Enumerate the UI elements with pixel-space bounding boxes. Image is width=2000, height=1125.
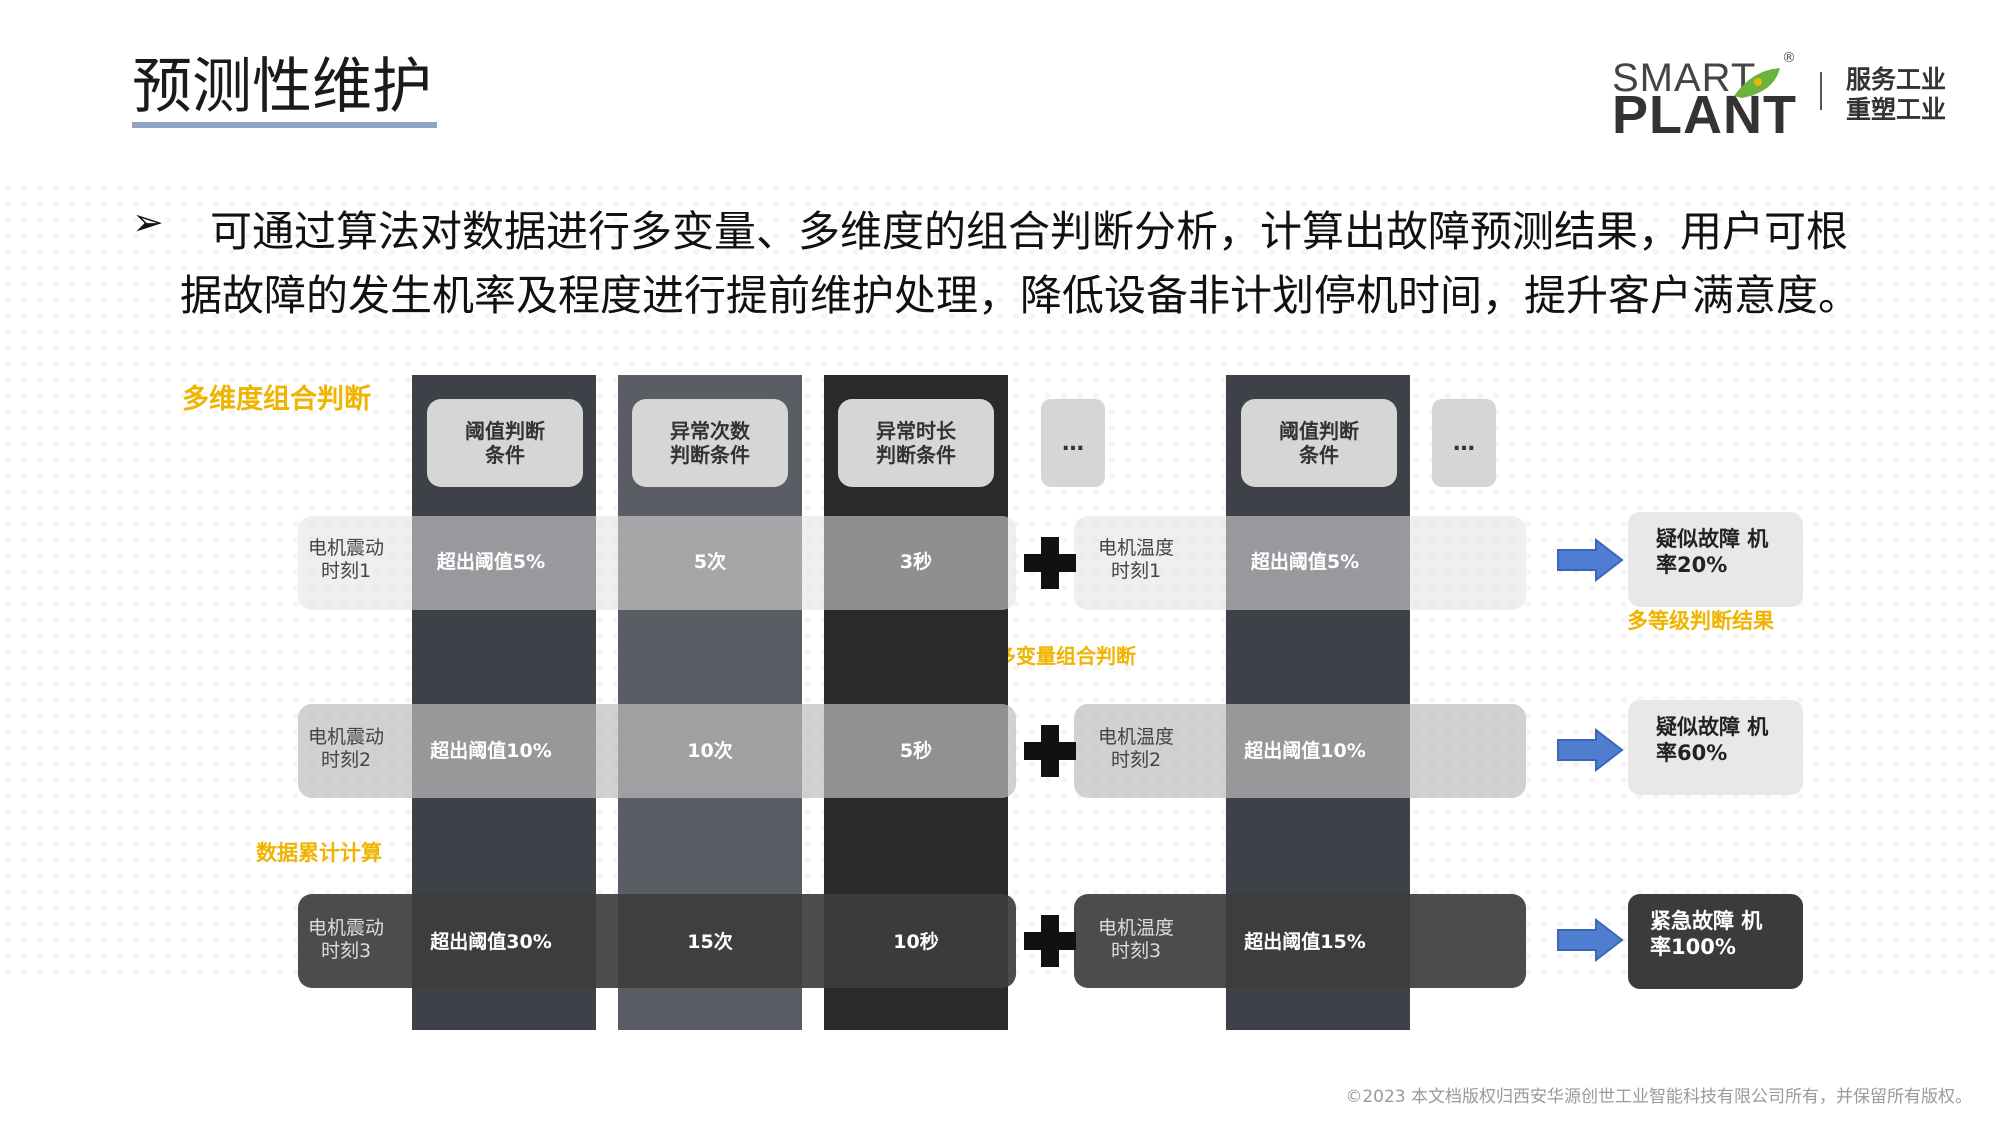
header-count: 异常次数判断条件 [632, 399, 788, 487]
title-underline [132, 122, 437, 128]
label-accumulate: 数据累计计算 [256, 841, 382, 865]
header-ellipsis-1: … [1041, 399, 1105, 487]
registered-mark: ® [1782, 50, 1796, 66]
row-1-temp-threshold-value: 超出阈值5% [1250, 551, 1360, 573]
row-3-count-value: 15次 [687, 931, 733, 953]
row-2-temperature [1074, 704, 1526, 798]
label-multi-level: 多等级判断结果 [1627, 609, 1774, 633]
bullet-arrow-icon: ➢ [132, 200, 164, 244]
row-1-duration-value: 3秒 [899, 551, 933, 573]
leaf-icon [1734, 68, 1780, 98]
row-2-temperature-label: 电机温度时刻2 [1097, 726, 1174, 771]
row-3-temp-threshold-value: 超出阈值15% [1244, 931, 1366, 953]
row-1-temperature [1074, 516, 1526, 610]
logo-separator [1820, 72, 1822, 110]
arrow-right-icon [1557, 918, 1624, 962]
result-box-1: 疑似故障 机率20% [1628, 512, 1803, 607]
intro-line-2: 据故障的发生机率及程度进行提前维护处理，降低设备非计划停机时间，提升客户满意度。 [180, 271, 1861, 320]
header-threshold: 阈值判断条件 [427, 399, 583, 487]
plus-icon [1024, 725, 1076, 777]
copyright-footer: ©2023 本文档版权归西安华源创世工业智能科技有限公司所有，并保留所有版权。 [1345, 1087, 1972, 1107]
label-multi-variable: 多变量组合判断 [996, 644, 1136, 668]
arrow-right-icon [1557, 728, 1624, 772]
result-box-2: 疑似故障 机率60% [1628, 700, 1803, 795]
row-1-count-value: 5次 [693, 551, 727, 573]
row-2-count-value: 10次 [687, 740, 733, 762]
row-3-temperature-label: 电机温度时刻3 [1097, 917, 1174, 962]
row-3-vibration [298, 894, 1016, 988]
result-box-3: 紧急故障 机率100% [1628, 894, 1803, 989]
row-1-vibration [298, 516, 1016, 610]
header-duration: 异常时长判断条件 [838, 399, 994, 487]
intro-line-1: 可通过算法对数据进行多变量、多维度的组合判断分析，计算出故障预测结果，用户可根 [210, 207, 1849, 256]
slogan-line-1: 服务工业 [1846, 65, 1947, 94]
plus-icon [1024, 915, 1076, 967]
row-3-vibration-label: 电机震动时刻3 [307, 917, 384, 962]
row-2-duration-value: 5秒 [899, 740, 933, 762]
row-1-vibration-label: 电机震动时刻1 [307, 537, 384, 582]
row-2-temp-threshold-value: 超出阈值10% [1244, 740, 1366, 762]
row-2-threshold-value: 超出阈值10% [430, 740, 552, 762]
row-1-threshold-value: 超出阈值5% [436, 551, 546, 573]
slogan-line-2: 重塑工业 [1846, 95, 1947, 124]
logo-plant-text: PLANT [1612, 85, 1797, 145]
row-3-threshold-value: 超出阈值30% [430, 931, 552, 953]
page-title: 预测性维护 [132, 52, 432, 122]
row-2-vibration-label: 电机震动时刻2 [307, 726, 384, 771]
logo-smart-text: SMART [1612, 56, 1757, 100]
header-ellipsis-2: … [1432, 399, 1496, 487]
row-1-temperature-label: 电机温度时刻1 [1097, 537, 1174, 582]
row-2-vibration [298, 704, 1016, 798]
row-3-duration-value: 10秒 [893, 931, 939, 953]
plus-icon [1024, 537, 1076, 589]
row-3-temperature [1074, 894, 1526, 988]
arrow-right-icon [1557, 538, 1624, 582]
label-multi-dimension: 多维度组合判断 [182, 384, 371, 415]
header-temp-threshold: 阈值判断条件 [1241, 399, 1397, 487]
